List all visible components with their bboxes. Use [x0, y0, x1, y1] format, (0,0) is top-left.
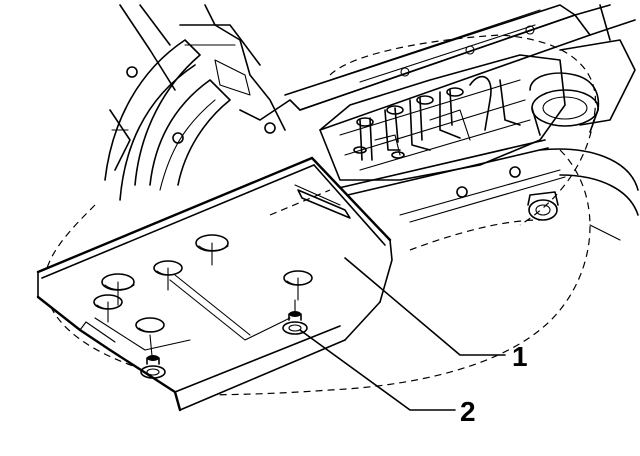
leader-lines	[299, 257, 506, 411]
callout-number-1: 1	[512, 341, 528, 372]
bolts	[140, 299, 308, 379]
leader-line-2	[299, 329, 456, 411]
phantom-outlines	[43, 34, 597, 396]
leader-line-1	[344, 257, 506, 356]
callout-number-2: 2	[460, 396, 476, 427]
engine-components	[319, 54, 600, 223]
skid-plate	[36, 156, 393, 412]
